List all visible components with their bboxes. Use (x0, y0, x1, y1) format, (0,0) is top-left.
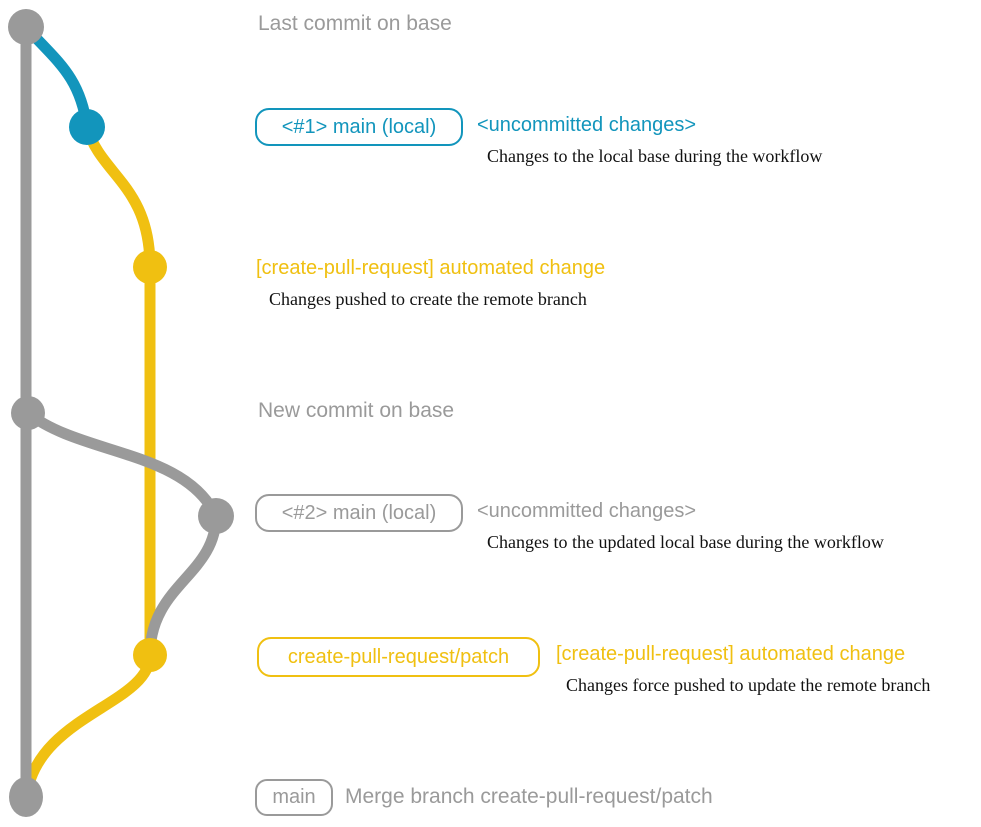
commit-description-3: Changes to the updated local base during… (487, 532, 884, 552)
commit-title-uncommitted-1: <uncommitted changes> (477, 114, 697, 136)
commit-title-automated-1: [create-pull-request] automated change (256, 257, 606, 279)
commit-title-automated-2: [create-pull-request] automated change (556, 643, 906, 665)
git-graph (8, 9, 234, 817)
commit-node-patch-branch (133, 638, 167, 672)
commit-title-uncommitted-2: <uncommitted changes> (477, 500, 697, 522)
commit-node-main-local-2 (198, 498, 234, 534)
commit-description-4: Changes force pushed to update the remot… (566, 675, 931, 695)
gray-rebase-edge (22, 407, 222, 661)
annotation-last-commit: Last commit on base (258, 12, 452, 35)
commit-node-automated-change-1 (133, 250, 167, 284)
branch-badge-main-local-1: <#1> main (local) (255, 108, 463, 146)
commit-description-2: Changes pushed to create the remote bran… (269, 289, 587, 309)
commit-node-last-base (8, 9, 44, 45)
branch-badge-main-local-2: <#2> main (local) (255, 494, 463, 532)
branch-badge-main: main (255, 779, 333, 816)
commit-node-new-base (11, 396, 45, 430)
annotation-merge-commit: Merge branch create-pull-request/patch (345, 785, 713, 808)
commit-node-main-local-1 (69, 109, 105, 145)
branch-badge-patch: create-pull-request/patch (257, 637, 540, 677)
yellow-branch-edge (20, 121, 156, 805)
annotation-new-commit: New commit on base (258, 399, 455, 422)
commit-description-1: Changes to the local base during the wor… (487, 146, 823, 166)
commit-node-merge (9, 777, 43, 817)
